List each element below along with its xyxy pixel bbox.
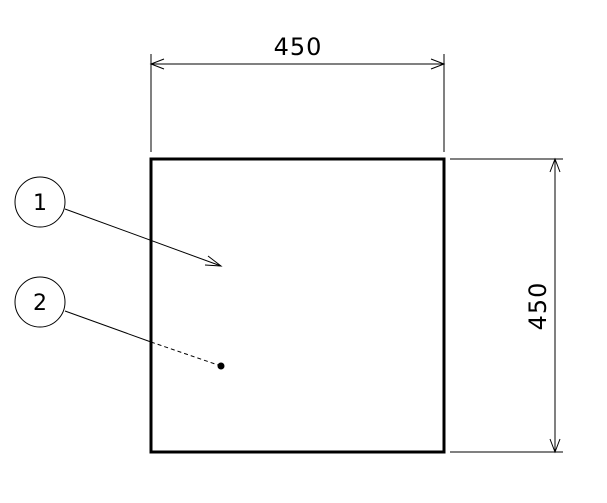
- callout-1: 1: [14, 176, 223, 267]
- height-arrowhead-bottom: [549, 438, 561, 454]
- callout-leader-1: [64, 208, 222, 267]
- height-dimension: 450: [450, 157, 563, 454]
- width-arrowhead-left: [149, 58, 165, 70]
- width-dimension-text: 450: [274, 33, 323, 61]
- callout-label-2: 2: [33, 291, 47, 316]
- callout-leader-2: [64, 310, 152, 343]
- height-arrowhead-top: [549, 157, 561, 173]
- callout-arrowhead-1: [204, 255, 223, 267]
- callout-label-1: 1: [33, 191, 47, 216]
- square-panel: [149, 157, 446, 454]
- height-dimension-text: 450: [524, 282, 552, 331]
- callout-bubble-2: [14, 276, 66, 328]
- callout-dot-2: [217, 362, 225, 370]
- callout-2: 2: [14, 276, 225, 370]
- width-arrowhead-right: [430, 58, 446, 70]
- callout-leader-2-hidden: [150, 341, 222, 367]
- callout-bubble-1: [14, 176, 66, 228]
- width-dimension: 450: [149, 33, 446, 152]
